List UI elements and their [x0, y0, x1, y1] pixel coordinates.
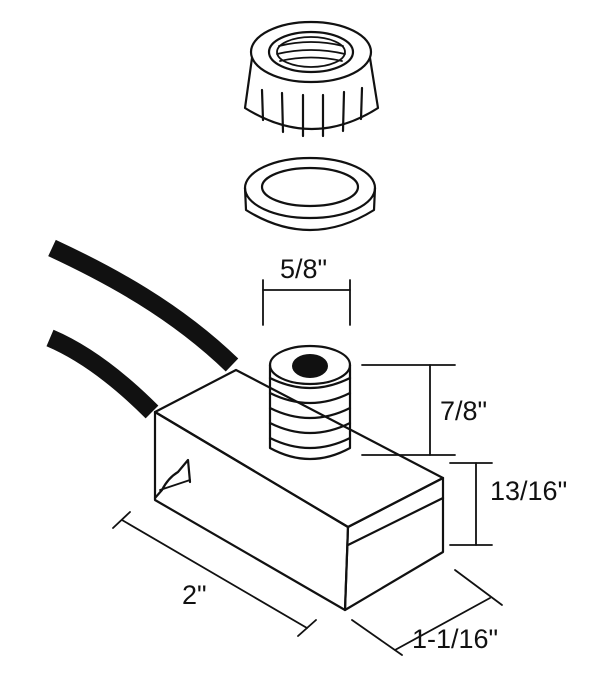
dimension-body-depth: 1-1/16" — [351, 569, 503, 656]
dimension-diameter-label: 5/8" — [280, 254, 327, 284]
dimension-body-height-label: 13/16" — [490, 476, 567, 506]
dimension-diameter: 5/8" — [262, 254, 351, 326]
knurled-nut — [243, 20, 380, 138]
dimension-body-length-label: 2" — [182, 580, 207, 610]
dimension-shaft-height-label: 7/8" — [440, 396, 487, 426]
switch-body — [153, 368, 445, 612]
dimension-body-depth-label: 1-1/16" — [412, 624, 498, 654]
power-cords — [46, 239, 239, 419]
dimension-body-length: 2" — [112, 511, 317, 637]
dimension-shaft-height: 7/8" — [361, 364, 487, 456]
dimension-body-height: 13/16" — [449, 462, 567, 546]
washer — [243, 156, 377, 232]
threaded-shaft — [268, 344, 352, 461]
